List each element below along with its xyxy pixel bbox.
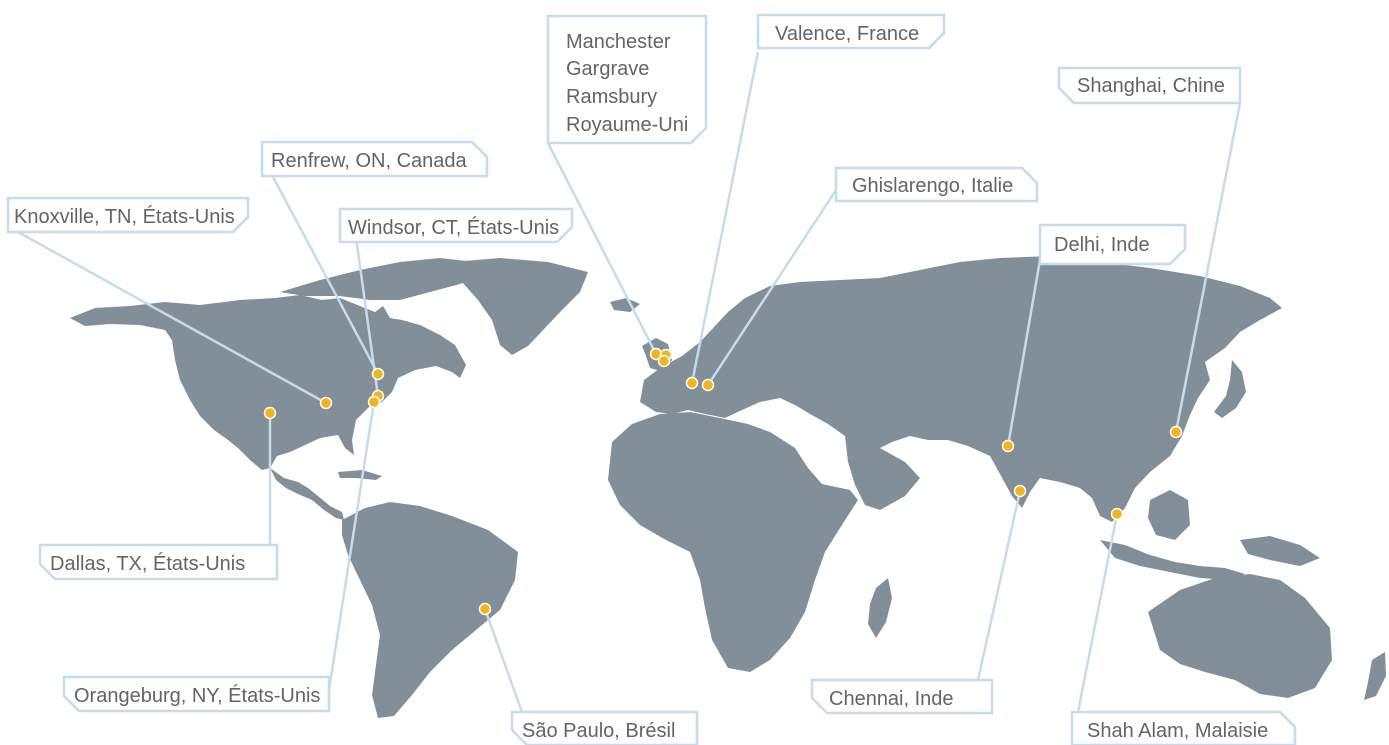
leader-delhi [1006,259,1042,447]
marker-ramsbury[interactable] [657,354,671,368]
leader-valence [690,51,760,384]
callout-chennai-label: Chennai, Inde [829,688,954,710]
land-masses [70,256,1386,718]
marker-shah-alam[interactable] [1110,507,1124,521]
callout-knoxville-label: Knoxville, TN, États-Unis [14,205,235,228]
leader-orangeburg [327,401,376,691]
leader-sao-paulo [483,608,524,713]
australia-landmass [1148,574,1332,698]
marker-orangeburg[interactable] [367,395,381,409]
madagascar-landmass [868,578,892,638]
marker-shanghai[interactable] [1169,425,1183,439]
callout-renfrew-label: Renfrew, ON, Canada [271,150,468,172]
leader-shanghai [1174,102,1242,433]
callouts: Knoxville, TN, États-Unis Renfrew, ON, C… [6,13,1297,745]
marker-dallas[interactable] [263,406,277,420]
callout-orangeburg[interactable]: Orangeburg, NY, États-Unis [62,675,331,713]
callout-valence-label: Valence, France [775,23,919,45]
marker-sao-paulo[interactable] [478,602,492,616]
callout-uk-label-line-3: Ramsbury [566,86,657,108]
callout-windsor[interactable]: Windsor, CT, États-Unis [338,207,574,244]
callout-orangeburg-label: Orangeburg, NY, États-Unis [74,684,320,707]
eurasia-landmass [640,256,1282,522]
leader-chennai [976,490,1022,681]
marker-renfrew[interactable] [371,367,385,381]
callout-shanghai-label: Shanghai, Chine [1077,75,1225,97]
south-america-landmass [342,502,518,718]
callout-chennai[interactable]: Chennai, Inde [810,678,994,715]
leader-knoxville [17,230,327,405]
callout-uk-label-line-4: Royaume-Uni [566,114,688,136]
callout-sao-paulo-label: São Paulo, Brésil [522,720,675,742]
callout-uk-label-line-1: Manchester [566,31,671,53]
marker-ghislarengo[interactable] [701,378,715,392]
callout-renfrew[interactable]: Renfrew, ON, Canada [260,140,489,178]
callout-knoxville[interactable]: Knoxville, TN, États-Unis [6,196,250,234]
north-america-landmass [70,295,466,470]
caribbean-islands-landmass [338,470,382,480]
callout-uk-label-line-2: Gargrave [566,58,649,80]
callout-shah-alam-label: Shah Alam, Malaisie [1087,720,1268,742]
new-zealand-landmass [1364,652,1386,700]
iceland-landmass [610,298,640,312]
callout-shah-alam[interactable]: Shah Alam, Malaisie [1070,710,1297,745]
arctic-islands-landmass [280,258,480,300]
leader-lines [17,51,1242,713]
callout-uk[interactable]: Manchester Gargrave Ramsbury Royaume-Uni [546,14,708,145]
greenland-landmass [452,258,588,355]
callout-delhi[interactable]: Delhi, Inde [1038,223,1187,266]
callout-sao-paulo[interactable]: São Paulo, Brésil [510,710,699,745]
africa-landmass [608,412,858,672]
japan-landmass [1214,360,1246,418]
location-markers [263,347,1183,616]
marker-delhi[interactable] [1001,439,1015,453]
arabian-peninsula-landmass [845,436,920,510]
callout-valence[interactable]: Valence, France [756,13,946,50]
new-guinea-landmass [1240,536,1320,566]
marker-valence[interactable] [685,376,699,390]
leader-renfrew [270,174,380,375]
central-america-landmass [270,468,344,520]
marker-chennai[interactable] [1013,484,1027,498]
borneo-landmass [1148,490,1190,540]
callout-delhi-label: Delhi, Inde [1054,234,1150,256]
leader-uk [546,142,658,355]
callout-shanghai[interactable]: Shanghai, Chine [1057,66,1242,105]
callout-ghislarengo-label: Ghislarengo, Italie [852,175,1013,197]
callout-dallas-label: Dallas, TX, États-Unis [50,552,245,575]
leader-shah-alam [1076,513,1119,713]
callout-dallas[interactable]: Dallas, TX, États-Unis [38,543,279,581]
leader-windsor [353,229,380,397]
marker-knoxville[interactable] [319,396,333,410]
callout-ghislarengo[interactable]: Ghislarengo, Italie [834,166,1039,203]
leader-ghislarengo [706,189,838,386]
callout-windsor-label: Windsor, CT, États-Unis [348,216,559,239]
southeast-asia-islands-landmass [1100,540,1245,580]
